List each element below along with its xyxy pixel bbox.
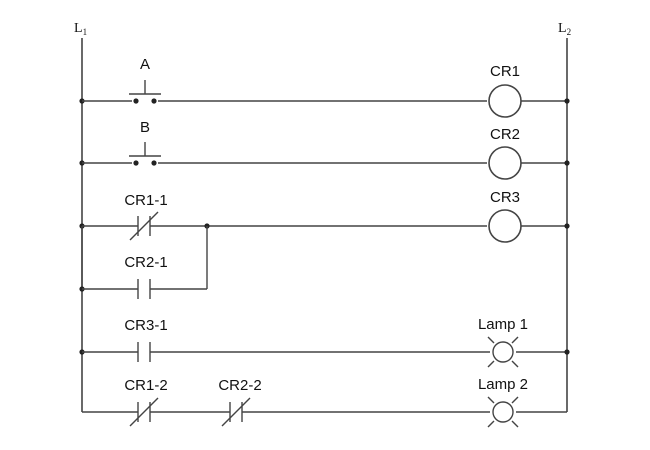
contact-cr1-1-label: CR1-1 [124,192,167,209]
contact-cr2-2-label: CR2-2 [218,377,261,394]
contact-cr1-2-label: CR1-2 [124,377,167,394]
rung-1: A CR1 [79,56,570,118]
coil-cr1 [488,84,522,118]
lamp-1-label: Lamp 1 [478,316,528,333]
rung-5: CR1-2 CR2-2 Lamp 2 [82,376,567,428]
coil-cr3-label: CR3 [490,189,520,206]
contact-cr2-1-label: CR2-1 [124,254,167,271]
contact-a-label: A [140,56,150,73]
pushbutton-b [129,142,161,166]
contact-b-label: B [140,119,150,136]
coil-cr3 [488,209,522,243]
contact-cr2-1-no [137,279,151,299]
lamp-2-icon [487,396,519,428]
lamp-2-label: Lamp 2 [478,376,528,393]
right-rail-label: L2 [558,21,571,37]
coil-cr1-label: CR1 [490,63,520,80]
rung-2: B CR2 [79,119,570,180]
coil-cr2 [488,146,522,180]
rung-3: CR1-1 CR3 CR2-1 [79,189,570,299]
coil-cr2-label: CR2 [490,126,520,143]
rung-4: CR3-1 Lamp 1 [79,316,570,368]
contact-cr3-1-label: CR3-1 [124,317,167,334]
pushbutton-a [129,80,161,104]
left-rail-label: L1 [74,21,87,37]
lamp-1-icon [487,336,519,368]
contact-cr3-1-no [137,342,151,362]
